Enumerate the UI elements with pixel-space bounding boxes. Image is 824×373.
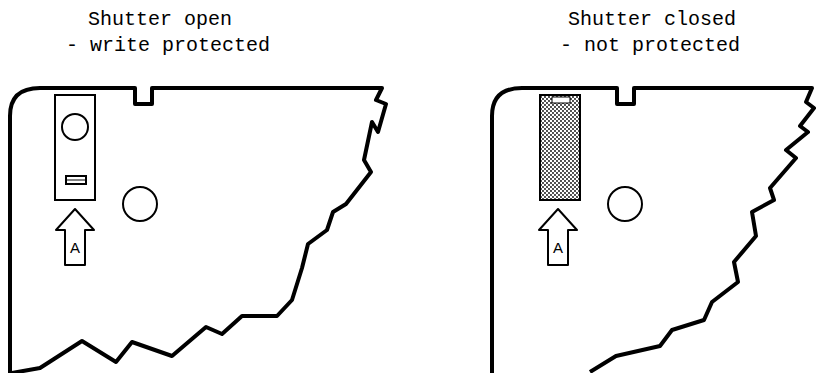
arrow-outline xyxy=(538,208,578,266)
disk-corner-open xyxy=(10,88,386,373)
arrow-marker: A xyxy=(538,208,578,266)
heading-label: Shutter closed xyxy=(568,8,736,32)
arrow-marker: A xyxy=(55,208,95,266)
heading-label: - write protected xyxy=(66,34,270,58)
arrow-letter: A xyxy=(55,239,95,256)
arrow-letter: A xyxy=(538,239,578,256)
arrow-outline xyxy=(55,208,95,266)
heading-label: - not protected xyxy=(560,34,740,58)
heading-label: Shutter open xyxy=(88,8,232,32)
disk-corner-closed xyxy=(492,88,814,373)
